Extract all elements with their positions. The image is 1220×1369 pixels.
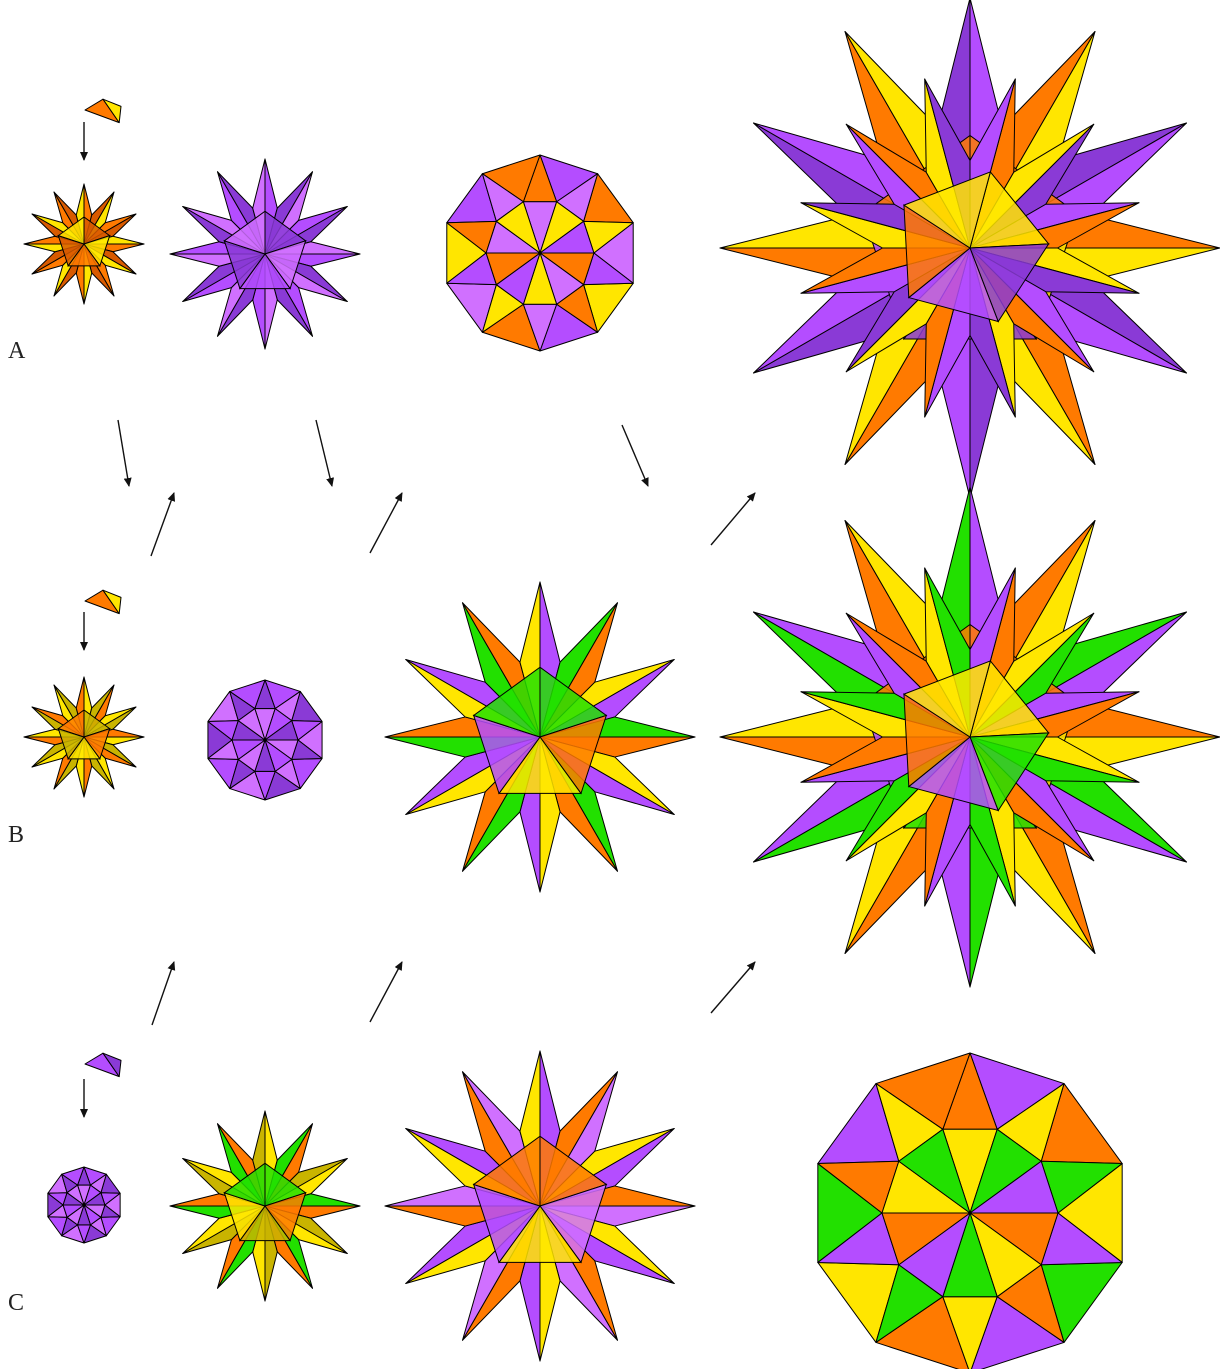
polyhedron-c-1 [48, 1167, 120, 1243]
polyhedron-c-seed [85, 1053, 121, 1076]
polyhedron-c-3 [385, 1051, 695, 1361]
polyhedron-c-4 [818, 1053, 1122, 1369]
polyhedron-a-4 [720, 0, 1220, 498]
polyhedron-b-1 [24, 677, 144, 797]
arrow-b-a-2 [370, 493, 402, 553]
arrow-b-a-1 [151, 493, 174, 556]
row-label-c: C [8, 1290, 24, 1316]
arrows-layer [84, 122, 755, 1117]
shapes-layer [24, 0, 1220, 1369]
polyhedron-b-4 [720, 487, 1220, 987]
polyhedron-a-seed [85, 99, 121, 122]
polyhedron-a-1 [24, 184, 144, 304]
arrow-a-b-1 [118, 420, 129, 486]
polyhedron-c-2 [170, 1111, 360, 1301]
polyhedron-b-seed [85, 590, 121, 613]
arrow-c-b-1 [152, 962, 174, 1025]
polyhedron-a-2 [170, 159, 360, 349]
arrow-b-a-3 [711, 493, 755, 545]
arrow-c-b-2 [370, 962, 402, 1022]
arrow-c-b-3 [711, 962, 755, 1013]
polyhedron-b-3 [385, 582, 695, 892]
arrow-a-b-2 [316, 420, 332, 486]
polyhedron-b-2 [208, 680, 322, 800]
arrow-a-b-3 [622, 425, 648, 486]
row-label-b: B [8, 822, 24, 848]
row-label-a: A [8, 338, 26, 364]
polyhedron-a-3 [447, 155, 633, 351]
